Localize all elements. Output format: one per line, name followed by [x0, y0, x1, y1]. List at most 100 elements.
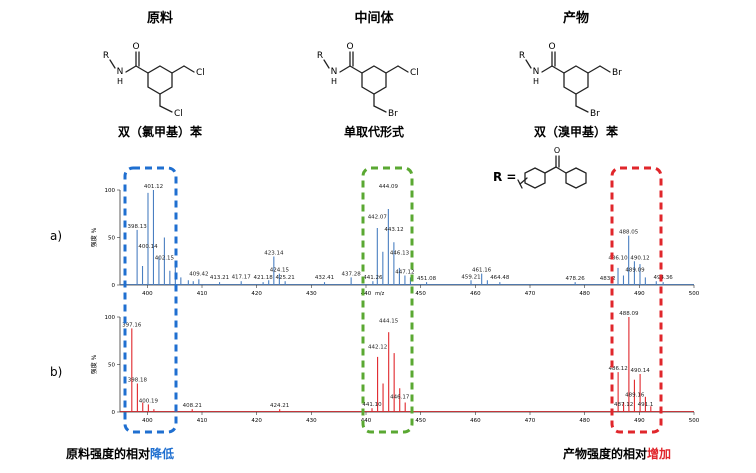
x-tick-label: 470 — [525, 418, 536, 424]
panel-label: b) — [50, 365, 62, 379]
peak-label: 398.18 — [128, 378, 148, 384]
peak-label: 401.12 — [144, 184, 163, 190]
r-label: R — [519, 51, 525, 61]
nitrogen-label: N — [117, 67, 124, 77]
structure-title: 中间体 — [354, 10, 394, 26]
x-tick-label: 500 — [689, 418, 700, 424]
x-tick-label: 450 — [415, 418, 426, 424]
x-tick-label: 440 — [361, 418, 372, 424]
x-tick-label: 420 — [251, 291, 262, 297]
y-tick-label: 50 — [108, 363, 115, 369]
x-tick-label: 430 — [306, 291, 317, 297]
peak-label: 400.14 — [138, 244, 158, 250]
x-tick-label: 450 — [415, 291, 426, 297]
peak-label: 490.12 — [630, 255, 649, 261]
peak-label: 432.41 — [315, 275, 334, 281]
r-group-label: R = — [493, 170, 516, 184]
peak-label: 441.26 — [363, 275, 383, 281]
peak-label: 444.09 — [379, 184, 399, 190]
peak-label: 486.10 — [608, 255, 628, 261]
peak-label: 442.12 — [368, 344, 387, 350]
peak-label: 464.48 — [490, 275, 510, 281]
structure-title: 产物 — [563, 10, 589, 26]
peak-label: 490.14 — [630, 368, 650, 374]
substituent-bottom: Br — [388, 109, 398, 119]
y-axis-label: 强度 % — [90, 354, 98, 374]
highlight-box-product — [610, 166, 663, 434]
oxygen-label: O — [548, 42, 555, 52]
peak-label: 425.21 — [276, 275, 295, 281]
y-tick-label: 50 — [108, 236, 115, 242]
peak-label: 398.13 — [127, 224, 147, 230]
substituent-bottom: Br — [590, 109, 600, 119]
r-label: R — [103, 51, 109, 61]
peak-label: 441.10 — [362, 402, 382, 408]
x-tick-label: 480 — [579, 291, 590, 297]
x-tick-label: 500 — [689, 291, 700, 297]
peak-label: 409.42 — [189, 271, 208, 277]
y-tick-label: 0 — [112, 410, 116, 416]
substituent-bottom: Cl — [174, 109, 183, 119]
x-tick-label: 440 — [361, 291, 372, 297]
peak-label: 461.16 — [472, 268, 492, 274]
molecule-drawing: O N H R Br Br — [519, 42, 622, 119]
molecule-drawing: O N H R Cl Br — [317, 42, 419, 119]
hydrogen-label: H — [117, 77, 123, 86]
peak-label: 486.12 — [608, 366, 627, 372]
molecule-drawing: O N H R Cl Cl — [103, 42, 205, 119]
peak-label: 408.21 — [183, 403, 202, 409]
peak-label: 423.14 — [264, 251, 284, 257]
structure-title: 原料 — [147, 10, 173, 26]
x-tick-label: 430 — [306, 418, 317, 424]
peak-label: 447.12 — [395, 270, 414, 276]
x-tick-label: 490 — [634, 418, 645, 424]
highlight-box-starting-material — [123, 166, 178, 434]
hydrogen-label: H — [533, 77, 539, 86]
y-axis-label: 强度 % — [90, 227, 98, 247]
peak-label: 402.15 — [155, 255, 175, 261]
substituent-top: Cl — [196, 68, 205, 78]
x-tick-label: 460 — [470, 291, 481, 297]
r-group-definition: R = O — [493, 146, 587, 189]
x-tick-label: 410 — [197, 418, 208, 424]
highlight-box-intermediate — [361, 166, 414, 434]
peak-label: 446.17 — [390, 395, 410, 401]
oxygen-label: O — [346, 42, 353, 52]
x-tick-label: 490 — [634, 291, 645, 297]
caption-highlight: 降低 — [150, 446, 174, 461]
y-tick-label: 0 — [112, 283, 116, 289]
peak-label: 488.05 — [619, 230, 639, 236]
x-tick-label: 400 — [142, 291, 153, 297]
structure-caption: 单取代形式 — [344, 124, 404, 139]
peak-label: 491.1 — [638, 402, 654, 408]
peak-label: 487.12 — [614, 402, 633, 408]
hydrogen-label: H — [331, 77, 337, 86]
benzophenone-drawing: O — [517, 146, 587, 189]
peak-label: 413.21 — [210, 275, 229, 281]
peak-label: 488.09 — [619, 311, 639, 317]
peak-label: 451.08 — [417, 276, 437, 282]
x-tick-label: 480 — [579, 418, 590, 424]
caption-prefix: 产物强度的相对 — [563, 446, 647, 461]
peak-label: 424.21 — [270, 403, 289, 409]
x-tick-label: 410 — [197, 291, 208, 297]
nitrogen-label: N — [533, 67, 540, 77]
nitrogen-label: N — [331, 67, 338, 77]
peak-label: 421.18 — [253, 275, 273, 281]
peak-label: 443.12 — [384, 227, 403, 233]
y-tick-label: 100 — [105, 315, 116, 321]
structure-product: 产物 O N H R Br Br 双（溴甲基）苯 — [519, 10, 622, 139]
peak-label: 397.16 — [122, 322, 142, 328]
caption-highlight: 增加 — [647, 446, 671, 461]
peak-label: 442.07 — [368, 214, 388, 220]
caption-product-increase: 产物强度的相对增加 — [563, 446, 671, 461]
structure-caption: 双（溴甲基）苯 — [534, 124, 619, 139]
peak-label: 417.17 — [232, 274, 252, 280]
structure-intermediate: 中间体 O N H R Cl Br 单取代形式 — [317, 10, 419, 139]
peak-label: 424.15 — [270, 268, 290, 274]
x-tick-label: 420 — [251, 418, 262, 424]
peak-label: 483.2 — [600, 276, 616, 282]
oxygen-label: O — [132, 42, 139, 52]
